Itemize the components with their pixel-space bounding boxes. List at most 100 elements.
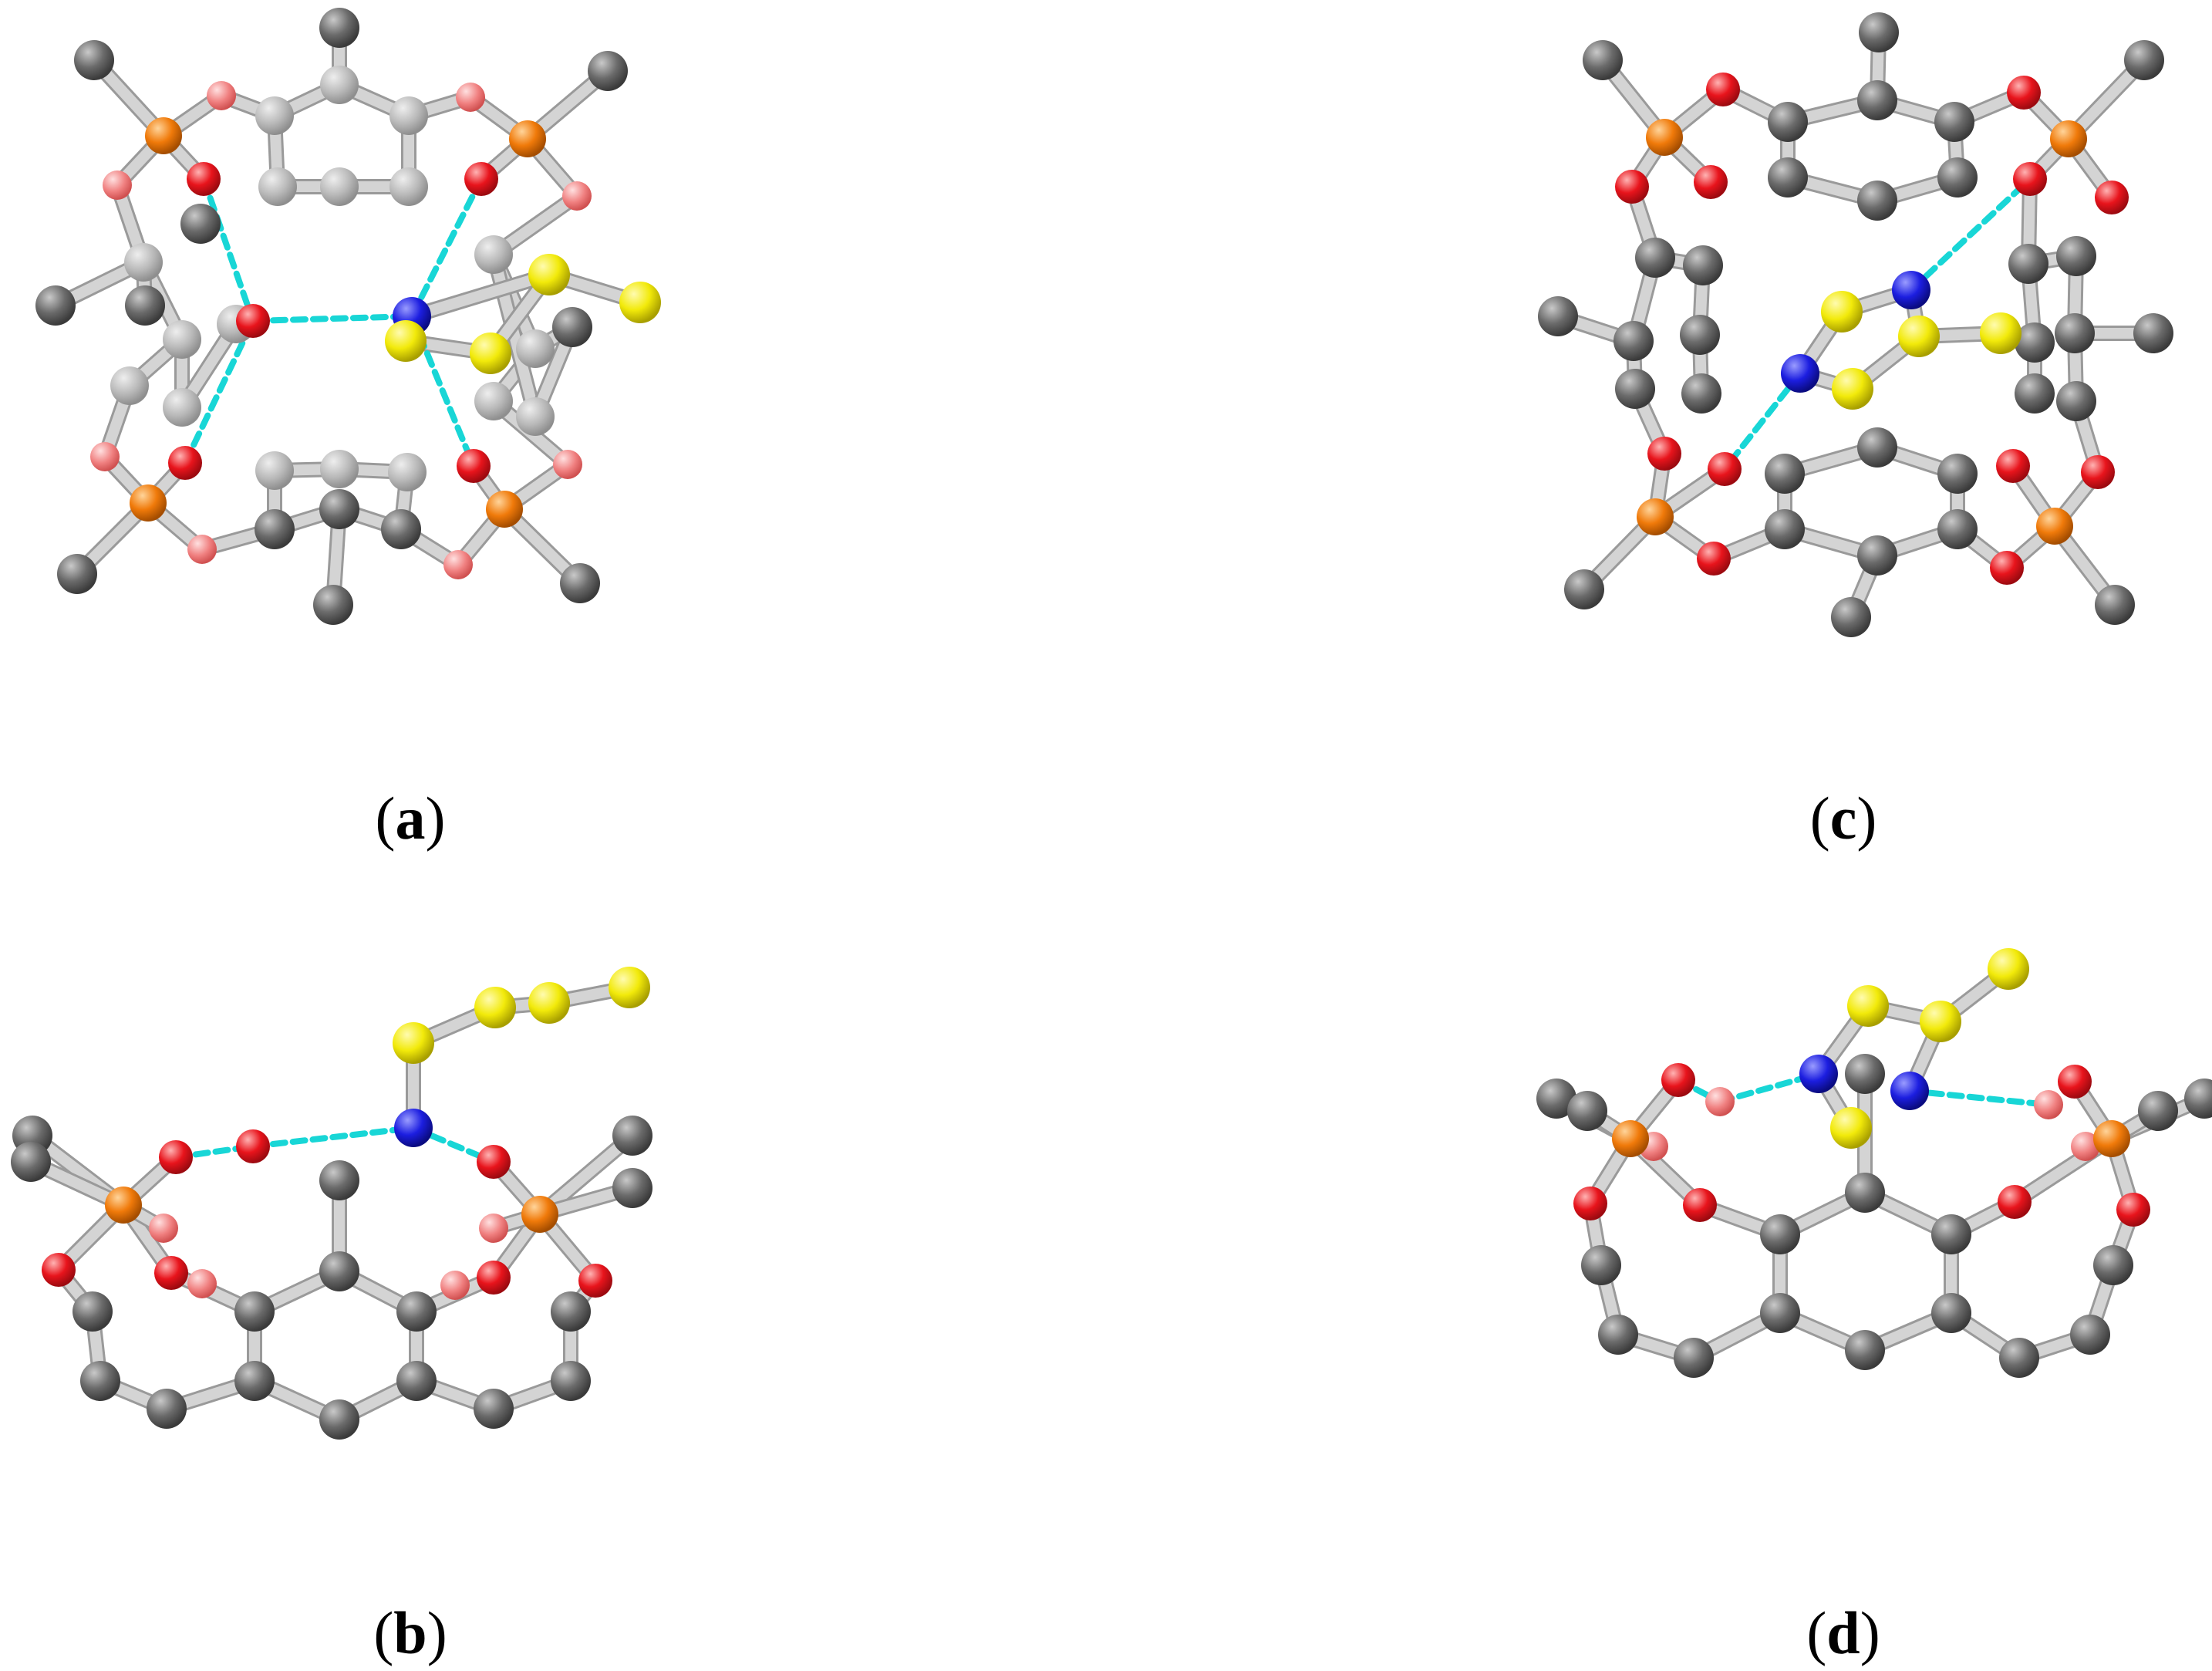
oxygen-atom xyxy=(1647,437,1681,471)
carbon-atom xyxy=(1683,245,1723,285)
carbon-atom xyxy=(381,509,421,549)
carbon-atom xyxy=(1768,102,1808,142)
carbon-atom xyxy=(1931,1293,1971,1333)
carbon-atom xyxy=(551,1291,591,1332)
bond xyxy=(534,1130,638,1220)
carbon-atom xyxy=(2138,1091,2178,1131)
phosphorus-atom xyxy=(521,1196,558,1233)
carbon-atom xyxy=(110,366,149,405)
carbon-atom xyxy=(1538,296,1578,336)
carbon-atom xyxy=(1615,369,1655,409)
sulfur-atom xyxy=(528,982,570,1024)
hydrogen-bond xyxy=(1908,176,2033,293)
carbon-atom xyxy=(320,167,359,206)
nitrogen-atom xyxy=(394,1109,433,1147)
carbon-atom xyxy=(2056,236,2096,276)
oxygen-atom xyxy=(1694,165,1728,199)
panel-c-structure xyxy=(1538,12,2173,637)
sulfur-atom xyxy=(470,333,511,374)
carbon-atom xyxy=(255,509,295,549)
carbon-atom xyxy=(255,96,294,135)
oxygen-atom xyxy=(440,1271,470,1300)
oxygen-atom xyxy=(187,162,221,196)
carbon-atom xyxy=(125,285,165,326)
sulfur-atom xyxy=(609,967,650,1008)
carbon-atom xyxy=(1674,1338,1714,1378)
sulfur-atom xyxy=(1832,368,1873,410)
hydrogen-bond xyxy=(409,176,484,319)
carbon-atom xyxy=(2070,1315,2110,1355)
carbon-atom xyxy=(1765,454,1805,494)
oxygen-atom xyxy=(553,450,582,479)
phosphorus-atom xyxy=(130,484,167,522)
carbon-atom xyxy=(1567,1091,1607,1131)
panel-label-d: d xyxy=(1826,1599,1860,1666)
phosphorus-atom xyxy=(509,120,546,157)
carbon-atom xyxy=(1680,315,1720,355)
sulfur-atom xyxy=(393,1022,434,1064)
oxygen-atom xyxy=(1661,1063,1695,1097)
carbon-atom xyxy=(551,1361,591,1401)
carbon-atom xyxy=(1536,1079,1576,1119)
panel-caption-a: (a) xyxy=(375,785,446,852)
sulfur-atom xyxy=(1898,316,1940,357)
sulfur-atom xyxy=(1830,1107,1872,1149)
carbon-atom xyxy=(1937,157,1978,197)
carbon-atom xyxy=(57,554,97,594)
carbon-atom xyxy=(1635,238,1675,278)
carbon-atom xyxy=(234,1291,275,1332)
panel-label-c: c xyxy=(1829,785,1857,852)
oxygen-atom xyxy=(1706,73,1740,106)
oxygen-atom xyxy=(1998,1185,2032,1219)
carbon-atom xyxy=(1845,1173,1885,1213)
oxygen-atom xyxy=(1990,551,2024,585)
bond xyxy=(406,269,555,322)
carbon-atom xyxy=(1760,1293,1800,1333)
carbon-atom xyxy=(163,320,201,359)
sulfur-atom xyxy=(1980,312,2021,354)
oxygen-atom xyxy=(103,170,132,200)
carbon-atom xyxy=(1845,1330,1885,1370)
oxygen-atom xyxy=(2116,1193,2150,1227)
carbon-atom xyxy=(552,307,592,347)
carbon-atom xyxy=(2008,244,2048,284)
carbon-atom xyxy=(1845,1054,1885,1094)
carbon-atom xyxy=(258,167,297,206)
carbon-atom xyxy=(389,167,428,206)
oxygen-atom xyxy=(1615,170,1649,204)
oxygen-atom xyxy=(443,550,473,579)
oxygen-atom xyxy=(236,1129,270,1163)
sulfur-atom xyxy=(385,320,427,362)
carbon-atom xyxy=(1934,102,1974,142)
carbon-atom xyxy=(2133,313,2173,353)
oxygen-atom xyxy=(149,1214,178,1243)
oxygen-atom xyxy=(2034,1090,2063,1119)
phosphorus-atom xyxy=(1637,498,1674,535)
carbon-atom xyxy=(72,1291,113,1332)
phosphorus-atom xyxy=(2093,1120,2130,1157)
oxygen-atom xyxy=(2081,455,2115,489)
carbon-atom xyxy=(1681,373,1721,414)
nitrogen-atom xyxy=(1799,1055,1838,1093)
oxygen-atom xyxy=(2095,181,2129,214)
oxygen-atom xyxy=(236,304,270,338)
carbon-atom xyxy=(319,1399,359,1440)
carbon-atom xyxy=(2056,381,2096,421)
hydrogen-bond xyxy=(250,313,415,324)
oxygen-atom xyxy=(464,162,498,196)
carbon-atom xyxy=(124,243,163,282)
oxygen-atom xyxy=(1996,449,2030,483)
carbon-atom xyxy=(396,1361,437,1401)
carbon-atom xyxy=(516,329,555,368)
carbon-atom xyxy=(396,1291,437,1332)
phosphorus-atom xyxy=(486,491,523,528)
carbon-atom xyxy=(11,1142,51,1182)
panel-a-structure xyxy=(35,8,661,625)
oxygen-atom xyxy=(187,535,217,564)
carbon-atom xyxy=(588,51,628,91)
carbon-atom xyxy=(1857,535,1897,576)
oxygen-atom xyxy=(477,1145,511,1179)
oxygen-atom xyxy=(207,81,236,110)
carbon-atom xyxy=(1581,1245,1621,1285)
